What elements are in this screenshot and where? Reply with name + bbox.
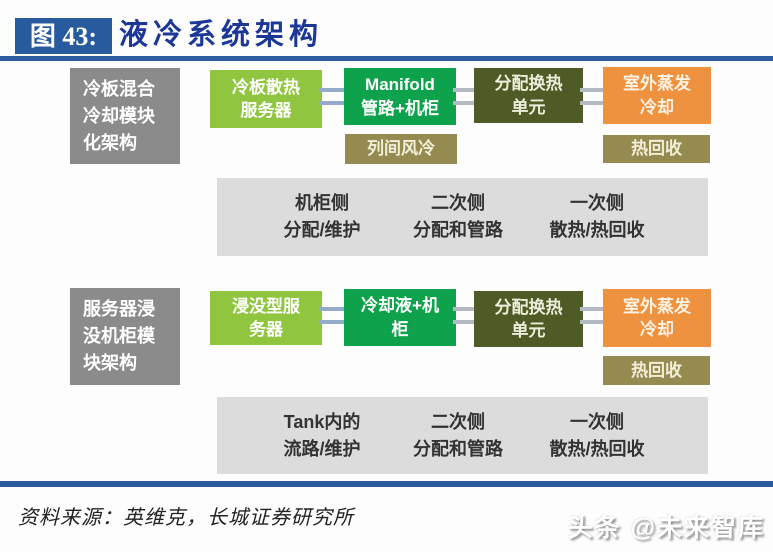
stage-title: 机柜侧 <box>295 193 349 213</box>
pipe-connector-icon <box>453 307 477 324</box>
stage-desc: 分配和管路 <box>413 438 503 459</box>
coolant-rack-box: 冷却液+机 柜 <box>344 289 456 346</box>
stage-title: Tank内的 <box>283 411 361 432</box>
pipe-connector-icon <box>580 88 606 105</box>
heat-recovery-box: 热回收 <box>603 135 710 163</box>
stage-label-secondary-side: 二次侧 分配和管路 <box>373 190 543 244</box>
pipe-connector-icon <box>319 307 347 324</box>
outdoor-evaporative-cooling-box: 室外蒸发 冷却 <box>603 67 711 124</box>
stage-band: 机柜侧 分配/维护 二次侧 分配和管路 一次侧 散热/热回收 <box>217 178 708 256</box>
architecture-label-coldplate: 冷板混合 冷却模块 化架构 <box>70 68 180 164</box>
figure-number-badge: 图 43: <box>15 18 112 54</box>
stage-title: 二次侧 <box>431 411 485 432</box>
pipe-connector-icon <box>453 88 477 105</box>
architecture-label-immersion: 服务器浸 没机柜模 块架构 <box>70 288 180 385</box>
stage-title: 一次侧 <box>570 193 624 213</box>
distribution-heat-exchange-unit-box: 分配换热 单元 <box>474 68 583 123</box>
watermark: 头条 @未来智库 <box>567 514 765 542</box>
figure-title: 液冷系统架构 <box>119 19 324 51</box>
manifold-rack-box: Manifold 管路+机柜 <box>344 68 456 125</box>
outdoor-evaporative-cooling-box: 室外蒸发 冷却 <box>603 289 711 347</box>
stage-desc: 分配/维护 <box>283 220 361 240</box>
immersion-server-box: 浸没型服 务器 <box>210 291 322 345</box>
stage-desc: 分配和管路 <box>413 220 503 240</box>
stage-label-rack-side: 机柜侧 分配/维护 <box>237 190 407 244</box>
heat-recovery-box: 热回收 <box>603 356 710 385</box>
distribution-heat-exchange-unit-box: 分配换热 单元 <box>474 291 583 347</box>
footer-divider <box>0 481 773 487</box>
inter-rack-air-cooling-box: 列间风冷 <box>345 134 457 164</box>
stage-title: 二次侧 <box>431 193 485 213</box>
stage-title: 一次侧 <box>570 411 624 432</box>
stage-label-tank-side: Tank内的 流路/维护 <box>237 409 407 463</box>
coldplate-server-box: 冷板散热 服务器 <box>210 70 322 128</box>
stage-band: Tank内的 流路/维护 二次侧 分配和管路 一次侧 散热/热回收 <box>217 397 708 474</box>
source-note: 资料来源：英维克，长城证券研究所 <box>18 507 354 529</box>
stage-desc: 流路/维护 <box>283 438 361 459</box>
pipe-connector-icon <box>319 88 347 105</box>
stage-label-primary-side: 一次侧 散热/热回收 <box>512 409 682 463</box>
stage-label-secondary-side: 二次侧 分配和管路 <box>373 409 543 463</box>
stage-label-primary-side: 一次侧 散热/热回收 <box>512 190 682 244</box>
stage-desc: 散热/热回收 <box>549 438 645 459</box>
pipe-connector-icon <box>580 307 606 324</box>
stage-desc: 散热/热回收 <box>549 220 645 240</box>
header-divider <box>0 56 773 61</box>
